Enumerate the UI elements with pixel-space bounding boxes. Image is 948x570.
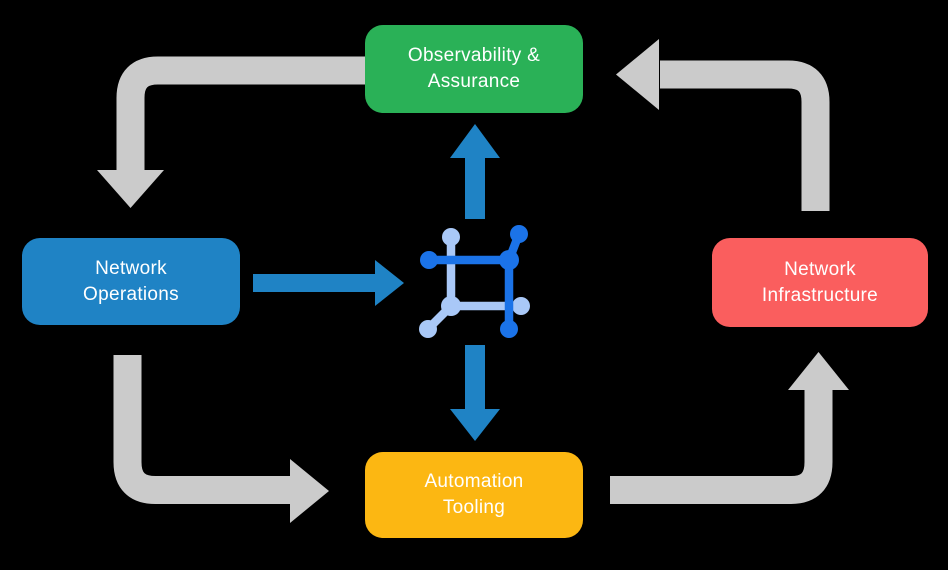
- icon-node: [500, 320, 518, 338]
- arrow-head-right-icon: [290, 459, 329, 523]
- arrow-shaft: [660, 60, 830, 211]
- node-label: Automation Tooling: [424, 471, 524, 518]
- arrow-head-right-icon: [375, 260, 404, 306]
- icon-node: [512, 297, 530, 315]
- arrow-center-to-observability: [450, 124, 500, 219]
- icon-node: [419, 320, 437, 338]
- network-automation-icon: [419, 225, 530, 338]
- arrow-operations-to-center: [253, 260, 404, 306]
- icon-node: [499, 250, 519, 270]
- node-label: Network Operations: [83, 257, 179, 305]
- arrow-head-left-icon: [616, 39, 659, 110]
- arrow-observability-to-operations: [97, 56, 366, 208]
- icon-node: [441, 296, 461, 316]
- arrow-head-down-icon: [97, 170, 164, 208]
- node-observability-assurance: Observability & Assurance: [365, 25, 583, 113]
- arrow-head-up-icon: [450, 124, 500, 158]
- icon-node: [442, 228, 460, 246]
- arrow-shaft: [113, 355, 291, 504]
- arrow-head-up-icon: [788, 352, 849, 390]
- arrow-head-down-icon: [450, 409, 500, 441]
- arrow-infrastructure-to-observability: [616, 39, 830, 211]
- arrow-shaft: [610, 390, 833, 504]
- node-label: Network Infrastructure: [761, 258, 879, 306]
- icon-node: [420, 251, 438, 269]
- node-label: Observability & Assurance: [407, 45, 541, 92]
- node-network-infrastructure: Network Infrastructure: [712, 238, 928, 327]
- arrow-shaft: [116, 56, 366, 171]
- arrow-operations-to-automation: [113, 355, 329, 523]
- arrow-center-to-automation: [450, 345, 500, 441]
- icon-node: [510, 225, 528, 243]
- node-network-operations: Network Operations: [22, 238, 240, 325]
- icon-light-branch: [419, 228, 530, 338]
- icon-dark-branch: [420, 225, 528, 338]
- arrow-automation-to-infrastructure: [610, 352, 849, 504]
- node-automation-tooling: Automation Tooling: [365, 452, 583, 538]
